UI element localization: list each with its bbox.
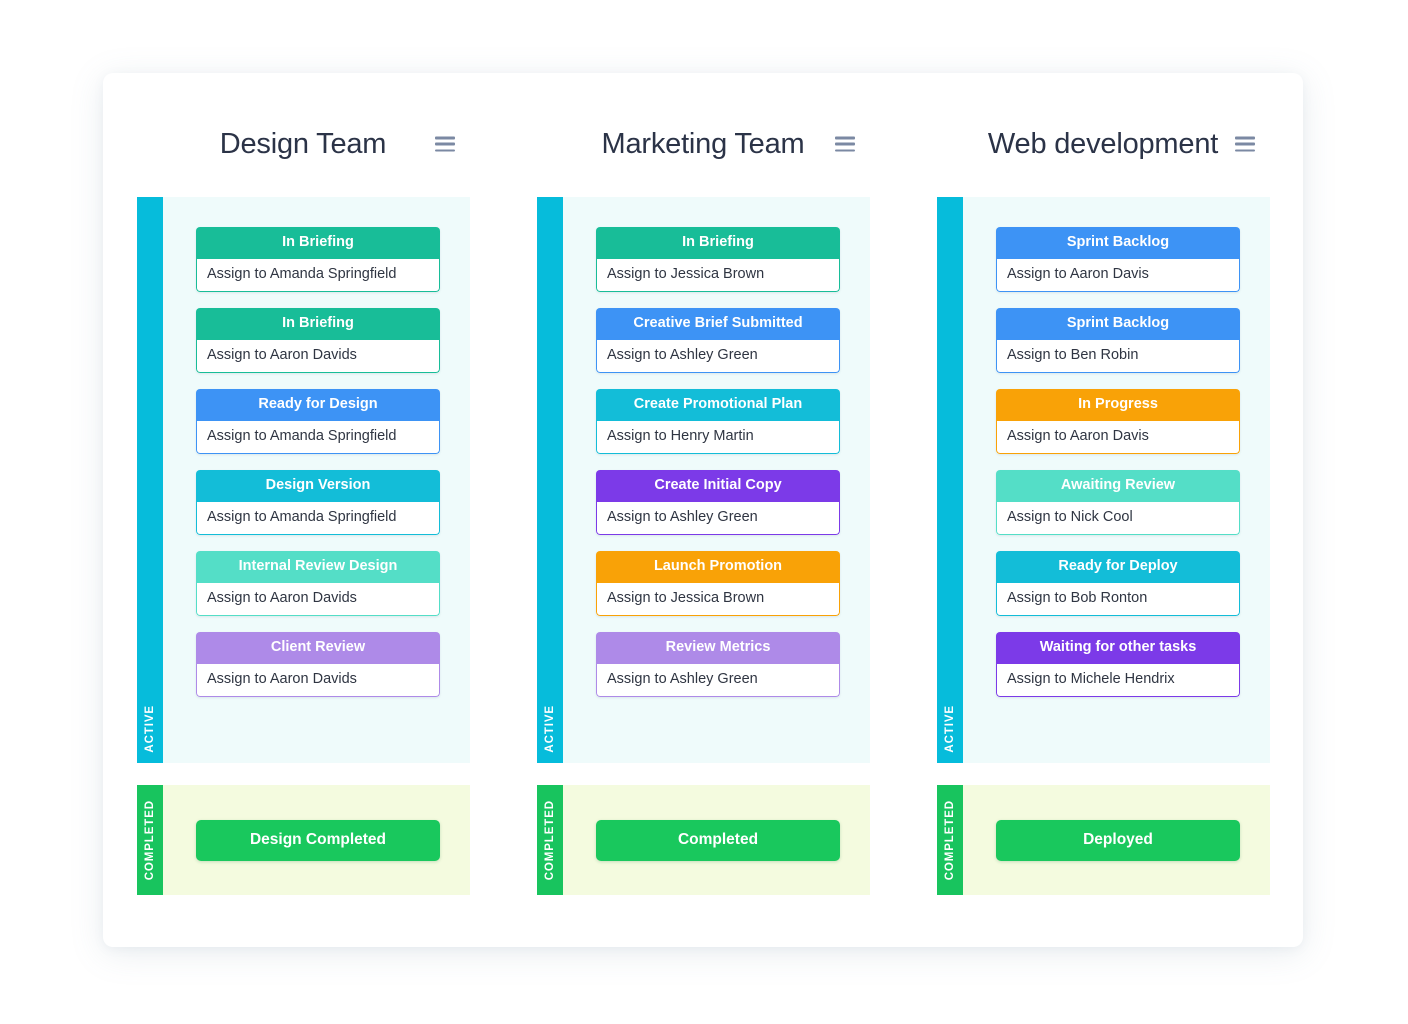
task-assignee-label: Assign to Jessica Brown <box>596 258 840 293</box>
task-status-label: In Briefing <box>596 227 840 259</box>
task-assignee-label: Assign to Ashley Green <box>596 663 840 698</box>
completed-task-card[interactable]: Completed <box>596 819 840 861</box>
hamburger-menu-icon[interactable] <box>1235 136 1255 152</box>
task-status-label: Client Review <box>196 632 440 664</box>
task-assignee-label: Assign to Amanda Springfield <box>196 501 440 536</box>
task-status-label: In Progress <box>996 389 1240 421</box>
task-assignee-label: Assign to Ben Robin <box>996 339 1240 374</box>
completed-strip: COMPLETED <box>937 785 963 895</box>
active-strip: ACTIVE <box>937 197 963 763</box>
task-status-label: Create Promotional Plan <box>596 389 840 421</box>
task-assignee-label: Assign to Amanda Springfield <box>196 258 440 293</box>
task-status-label: Design Version <box>196 470 440 502</box>
task-assignee-label: Assign to Ashley Green <box>596 339 840 374</box>
active-strip: ACTIVE <box>537 197 563 763</box>
task-assignee-label: Assign to Aaron Davis <box>996 420 1240 455</box>
task-status-label: Review Metrics <box>596 632 840 664</box>
completed-task-card[interactable]: Design Completed <box>196 819 440 861</box>
completed-card-list: Completed <box>563 785 870 895</box>
active-strip-label: ACTIVE <box>144 705 156 753</box>
hamburger-menu-icon[interactable] <box>435 136 455 152</box>
task-assignee-label: Assign to Aaron Davids <box>196 663 440 698</box>
task-status-label: Ready for Deploy <box>996 551 1240 583</box>
completed-section: COMPLETED Deployed <box>937 785 1270 895</box>
task-assignee-label: Assign to Aaron Davis <box>996 258 1240 293</box>
column-title: Design Team <box>219 127 387 160</box>
completed-card-list: Design Completed <box>163 785 470 895</box>
active-strip-label: ACTIVE <box>544 705 556 753</box>
completed-strip: COMPLETED <box>537 785 563 895</box>
task-assignee-label: Assign to Ashley Green <box>596 501 840 536</box>
completed-strip-label: COMPLETED <box>544 799 556 881</box>
active-strip-label: ACTIVE <box>944 705 956 753</box>
task-assignee-label: Assign to Aaron Davids <box>196 582 440 617</box>
task-assignee-label: Assign to Jessica Brown <box>596 582 840 617</box>
task-assignee-label: Assign to Aaron Davids <box>196 339 440 374</box>
column-title: Marketing Team <box>601 127 805 160</box>
column-header: Marketing Team <box>537 115 869 173</box>
completed-card-list: Deployed <box>963 785 1270 895</box>
task-assignee-label: Assign to Henry Martin <box>596 420 840 455</box>
task-status-label: Awaiting Review <box>996 470 1240 502</box>
completed-strip-label: COMPLETED <box>144 799 156 881</box>
task-status-label: In Briefing <box>196 227 440 259</box>
task-status-label: In Briefing <box>196 308 440 340</box>
task-status-label: Create Initial Copy <box>596 470 840 502</box>
task-status-label: Creative Brief Submitted <box>596 308 840 340</box>
task-status-label: Ready for Design <box>196 389 440 421</box>
task-status-label: Internal Review Design <box>196 551 440 583</box>
completed-strip: COMPLETED <box>137 785 163 895</box>
task-assignee-label: Assign to Bob Ronton <box>996 582 1240 617</box>
column-title: Web development <box>987 127 1219 160</box>
task-status-label: Waiting for other tasks <box>996 632 1240 664</box>
completed-section: COMPLETED Design Completed <box>137 785 470 895</box>
task-assignee-label: Assign to Nick Cool <box>996 501 1240 536</box>
task-status-label: Launch Promotion <box>596 551 840 583</box>
hamburger-menu-icon[interactable] <box>835 136 855 152</box>
column-header: Web development <box>937 115 1269 173</box>
completed-strip-label: COMPLETED <box>944 799 956 881</box>
completed-task-card[interactable]: Deployed <box>996 819 1240 861</box>
completed-section: COMPLETED Completed <box>537 785 870 895</box>
task-assignee-label: Assign to Michele Hendrix <box>996 663 1240 698</box>
task-status-label: Sprint Backlog <box>996 308 1240 340</box>
task-assignee-label: Assign to Amanda Springfield <box>196 420 440 455</box>
task-status-label: Sprint Backlog <box>996 227 1240 259</box>
column-header: Design Team <box>137 115 469 173</box>
active-strip: ACTIVE <box>137 197 163 763</box>
